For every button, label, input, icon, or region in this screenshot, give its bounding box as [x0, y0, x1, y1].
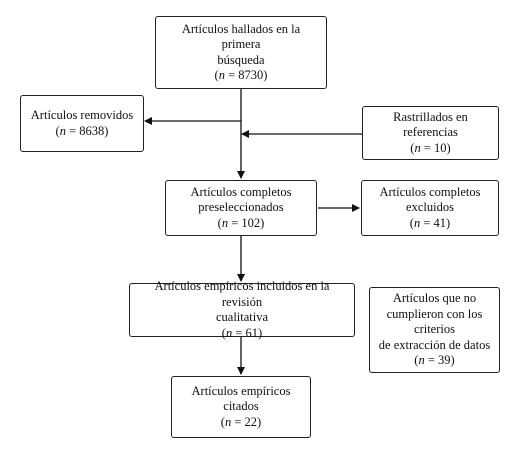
- box-count: (n = 8638): [55, 123, 109, 138]
- box-line: excluidos: [406, 200, 454, 215]
- box-line: Rastrillados en referencias: [393, 109, 468, 140]
- box-line: Artículos empíricos citados: [191, 383, 291, 414]
- box-line: Artículos completos: [379, 184, 481, 199]
- box-preselected: Artículos completos preseleccionados (n …: [165, 180, 317, 236]
- box-count: (n = 10): [410, 140, 451, 155]
- box-count: (n = 39): [414, 353, 455, 368]
- box-line: Artículos completos: [190, 184, 292, 199]
- box-count: (n = 102): [217, 215, 265, 230]
- box-line: Artículos removidos: [30, 108, 134, 122]
- box-not-meeting-criteria: Artículos que no cumplieron con los crit…: [369, 287, 500, 373]
- box-cited: Artículos empíricos citados (n = 22): [171, 376, 311, 438]
- box-excluded: Artículos completos excluidos (n = 41): [361, 180, 499, 236]
- box-line: cumplieron con los criterios: [386, 306, 483, 337]
- box-empirical-included: Artículos empíricos incluidos en la revi…: [129, 279, 355, 340]
- box-first-search: Artículos hallados en la primera búsqued…: [155, 16, 327, 89]
- box-count: (n = 41): [409, 215, 451, 230]
- box-count: (n = 22): [220, 414, 262, 429]
- box-references: Rastrillados en referencias (n = 10): [362, 106, 499, 160]
- box-count: (n = 8730): [214, 68, 268, 82]
- box-count: (n = 61): [221, 325, 263, 340]
- box-line: cualitativa: [215, 310, 269, 324]
- box-line: de extracción de datos: [378, 337, 491, 352]
- box-line: Artículos empíricos incluidos en la revi…: [154, 279, 330, 309]
- box-line: preseleccionados: [198, 200, 284, 215]
- box-line: Artículos que no: [392, 291, 477, 306]
- box-line: Artículos hallados en la primera: [181, 21, 301, 52]
- box-line: búsqueda: [217, 52, 265, 67]
- box-removed: Artículos removidos (n = 8638): [20, 95, 144, 152]
